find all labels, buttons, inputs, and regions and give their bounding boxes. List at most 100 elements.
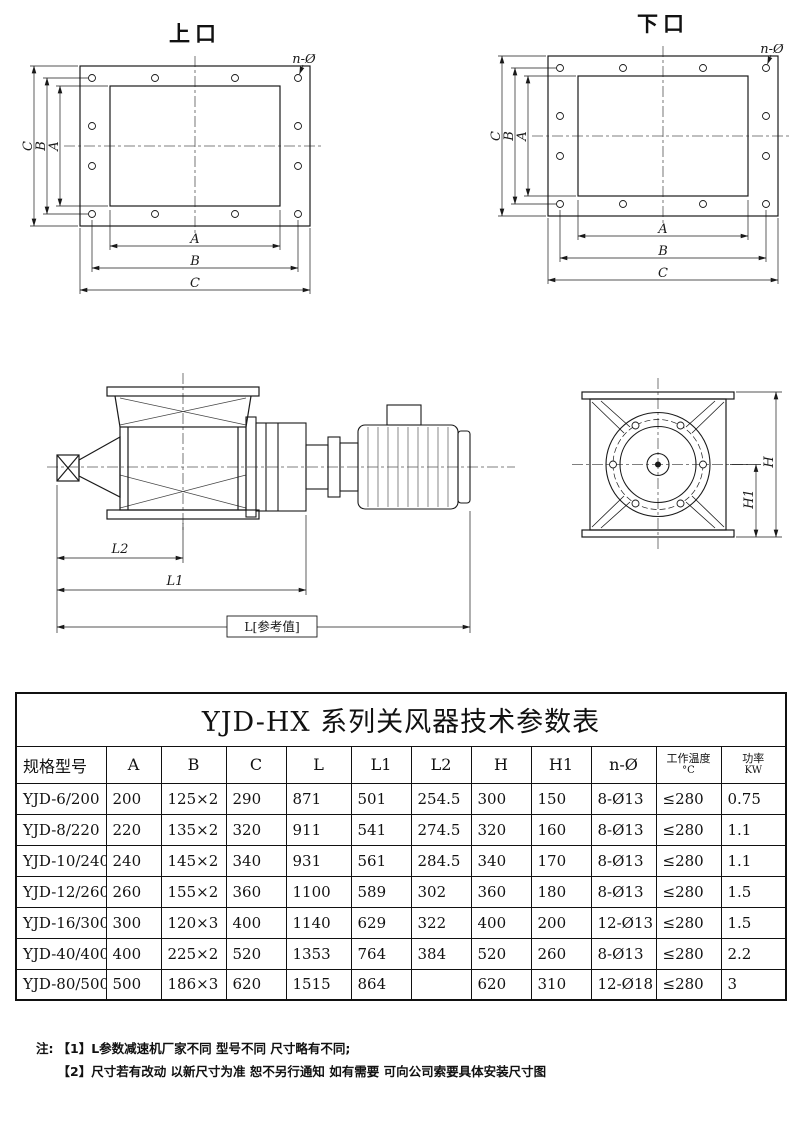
footnote-prefix: 注:	[36, 1041, 54, 1056]
l-ref-label-box	[226, 615, 318, 638]
column-header: H	[470, 745, 532, 784]
column-header: C	[225, 745, 287, 784]
bolt-count-label: n-Ø	[292, 54, 316, 67]
table-cell: 274.5	[410, 813, 472, 846]
dim-label-a: A	[47, 141, 62, 151]
table-cell: 620	[225, 968, 287, 1001]
top-opening-title: 上口	[169, 22, 221, 46]
bottom-opening-flange-drawing: C B A A B C n-Ø	[490, 44, 792, 284]
bolt-count-label: n-Ø	[760, 44, 784, 57]
bolt-holes	[609, 421, 707, 508]
table-cell: 155×2	[160, 875, 227, 908]
table-cell: 302	[410, 875, 472, 908]
table-cell: 150	[530, 782, 592, 815]
table-cell: 2.2	[720, 937, 787, 970]
table-cell: 340	[225, 844, 287, 877]
table-cell: 1.1	[720, 844, 787, 877]
flange-outline	[79, 65, 311, 227]
bolt-holes	[88, 74, 302, 218]
table-cell: ≤280	[655, 782, 722, 815]
dim-label-a: A	[657, 222, 667, 237]
table-cell: 541	[350, 813, 412, 846]
housing-outline	[581, 391, 735, 538]
table-cell	[410, 968, 472, 1001]
bottom-opening-drawing-block: 下口	[490, 8, 800, 294]
table-cell: 360	[225, 875, 287, 908]
table-cell: YJD-12/260	[15, 875, 107, 908]
corner-gussets	[591, 400, 725, 529]
dimension-labels: C B A A B C n-Ø	[490, 44, 784, 281]
side-view-drawing-block: L2 L1 L[参考值]	[35, 365, 535, 655]
column-header: L1	[350, 745, 412, 784]
table-cell: ≤280	[655, 875, 722, 908]
dim-label-a: A	[189, 232, 199, 247]
end-view-drawing: H1 H	[572, 378, 782, 552]
dimension-lines	[30, 64, 311, 294]
dim-label-l-ref: L[参考值]	[244, 619, 300, 634]
column-header: H1	[530, 745, 592, 784]
gusset-lines	[119, 397, 247, 509]
valve-body	[56, 386, 260, 520]
table-cell: 180	[530, 875, 592, 908]
table-cell: 300	[470, 782, 532, 815]
dimension-lines	[498, 54, 779, 284]
dim-label-b: B	[657, 244, 668, 259]
table-cell: ≤280	[655, 937, 722, 970]
footnote-line: 【1】L参数减速机厂家不同 型号不同 尺寸略有不同;	[57, 1041, 351, 1056]
table-cell: 561	[350, 844, 412, 877]
table-cell: ≤280	[655, 844, 722, 877]
table-cell: 310	[530, 968, 592, 1001]
table-cell: 400	[470, 906, 532, 939]
table-cell: 911	[285, 813, 352, 846]
table-cell: 589	[350, 875, 412, 908]
table-cell: 320	[470, 813, 532, 846]
dim-label-h1: H1	[742, 489, 757, 510]
table-cell: 871	[285, 782, 352, 815]
table-cell: 3	[720, 968, 787, 1001]
flange-outline	[547, 55, 779, 217]
dim-label-b: B	[34, 141, 49, 152]
table-cell: 1140	[285, 906, 352, 939]
table-cell: 520	[470, 937, 532, 970]
table-cell: 322	[410, 906, 472, 939]
gear-reducer	[245, 416, 341, 518]
dimension-labels: C B A A B C n-Ø	[22, 54, 316, 291]
table-cell: 260	[105, 875, 162, 908]
dim-label-l2: L2	[111, 542, 129, 557]
table-cell: 8-Ø13	[590, 782, 657, 815]
table-cell: 520	[225, 937, 287, 970]
table-cell: 764	[350, 937, 412, 970]
table-cell: YJD-8/220	[15, 813, 107, 846]
table-title: YJD-HX 系列关风器技术参数表	[15, 692, 787, 747]
top-opening-flange-drawing: C B A A B C n-Ø	[22, 54, 324, 294]
column-header: 规格型号	[15, 745, 107, 784]
table-cell: 1.5	[720, 906, 787, 939]
table-cell: 200	[530, 906, 592, 939]
table-cell: 340	[470, 844, 532, 877]
table-cell: 629	[350, 906, 412, 939]
table-cell: ≤280	[655, 968, 722, 1001]
dim-label-c: C	[658, 266, 668, 281]
table-cell: 8-Ø13	[590, 875, 657, 908]
table-cell: 620	[470, 968, 532, 1001]
dim-label-c: C	[490, 131, 504, 141]
table-cell: 1515	[285, 968, 352, 1001]
table-cell: 8-Ø13	[590, 813, 657, 846]
column-header: B	[160, 745, 227, 784]
table-cell: 160	[530, 813, 592, 846]
top-opening-drawing-block: 上口	[22, 18, 368, 304]
table-cell: 500	[105, 968, 162, 1001]
table-cell: YJD-10/240	[15, 844, 107, 877]
table-cell: 254.5	[410, 782, 472, 815]
side-view-drawing: L2 L1 L[参考值]	[47, 373, 515, 638]
motor-fins	[367, 427, 449, 507]
dim-label-c: C	[190, 276, 200, 291]
